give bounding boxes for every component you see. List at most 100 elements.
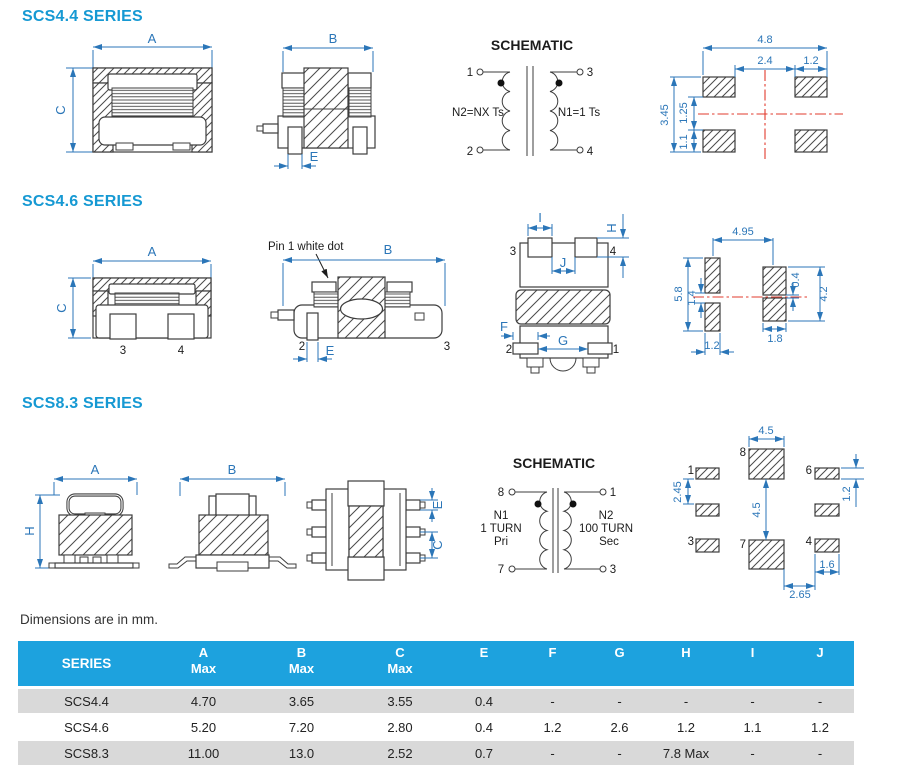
pin-label-2: 2 <box>299 341 305 353</box>
dimension-lines <box>420 488 438 559</box>
dimension-lines <box>179 476 286 496</box>
dimension-lines <box>670 45 828 153</box>
dimension-lines <box>282 45 374 72</box>
table-row: SCS4.4 4.70 3.65 3.55 0.4 - - - - - <box>18 687 854 715</box>
col-header-h: H <box>653 641 719 689</box>
col-header-series: SERIES <box>18 641 155 689</box>
cell: - <box>586 687 653 715</box>
pad-dim-leftwidth: 1.2 <box>704 340 719 352</box>
component-body <box>306 480 426 581</box>
pad-dim-rightheight: 1.2 <box>841 486 853 501</box>
pin-label-1: 1 <box>610 487 616 499</box>
cell: 2.80 <box>351 714 449 741</box>
dim-label-i: I <box>538 210 542 225</box>
winding-label-n2: N2 <box>599 510 614 522</box>
dimension-e <box>293 342 332 362</box>
dim-label-b: B <box>384 242 393 257</box>
cell: 5.20 <box>155 714 252 741</box>
pad-dim-width: 4.8 <box>757 34 772 46</box>
pin-label-3: 3 <box>120 345 126 357</box>
scs83-pad-layout: 1 3 8 7 6 4 4.5 4.5 2.45 1.2 1.6 2.65 <box>672 425 864 601</box>
component-body <box>92 277 212 340</box>
component-body <box>168 493 297 572</box>
cell: 0.4 <box>449 714 519 741</box>
pad-dim-rightwidth: 1.6 <box>819 559 834 571</box>
col-header-g: G <box>586 641 653 689</box>
transformer-symbol <box>476 66 584 156</box>
component-body <box>512 237 613 374</box>
solder-pads <box>695 448 840 570</box>
pin1-white-dot-note: Pin 1 white dot <box>268 241 344 253</box>
scs44-front-view-drawing: A C <box>53 31 213 153</box>
pointer-arrow <box>315 253 329 279</box>
dim-label-h: H <box>604 223 619 232</box>
component-body <box>270 276 443 341</box>
cell: 11.00 <box>155 740 252 767</box>
pin-label-4: 4 <box>178 345 185 357</box>
col-header-j: J <box>786 641 854 689</box>
schematic-title: SCHEMATIC <box>491 37 573 53</box>
component-body <box>92 67 213 153</box>
scs44-pad-layout: 4.8 2.4 1.2 3.45 1.25 1.1 <box>659 34 843 160</box>
polarity-dot-left <box>497 79 505 87</box>
polarity-dot-right <box>569 500 577 508</box>
winding-label-n1-turns: 1 TURN <box>480 523 521 535</box>
cell: - <box>653 687 719 715</box>
dim-label-j: J <box>560 255 567 270</box>
scs83-top-view-drawing: E C <box>306 480 445 581</box>
dimension-lines <box>35 476 138 569</box>
dim-label-c: C <box>53 105 68 114</box>
winding-label-n2: N2=NX Ts <box>452 107 504 119</box>
winding-label-n1: N1 <box>494 510 509 522</box>
component-body <box>48 493 140 569</box>
dim-label-c: C <box>430 540 445 549</box>
pad-dim-padheight: 1.1 <box>678 134 690 149</box>
schematic-title: SCHEMATIC <box>513 455 595 471</box>
cell: 4.70 <box>155 687 252 715</box>
pin-label-1: 1 <box>613 344 619 356</box>
solder-pads <box>702 76 828 153</box>
pad-number-7: 7 <box>740 539 746 551</box>
cell: - <box>786 740 854 767</box>
cell: 1.2 <box>786 714 854 741</box>
scs44-schematic: SCHEMATIC 1 2 3 4 N2=NX Ts N1=1 Ts <box>452 37 600 158</box>
dim-label-c: C <box>54 303 69 312</box>
pin-label-3: 3 <box>587 67 593 79</box>
table-row: SCS8.3 11.00 13.0 2.52 0.7 - - 7.8 Max -… <box>18 740 854 767</box>
pad-dim-bottomgap: 2.65 <box>789 589 810 601</box>
polarity-dot-left <box>534 500 542 508</box>
pin-label-4: 4 <box>587 146 594 158</box>
cell: 7.8 Max <box>653 740 719 767</box>
dimension-lines <box>66 44 213 153</box>
cell-series: SCS4.4 <box>18 687 155 715</box>
pad-dim-height: 3.45 <box>659 104 671 125</box>
pad-dim-rightheight: 4.2 <box>818 286 830 301</box>
transformer-symbol <box>508 488 607 573</box>
pin-label-3: 3 <box>510 246 516 258</box>
dim-label-a: A <box>91 462 100 477</box>
solder-pads <box>704 257 787 332</box>
winding-label-n2-sec: Sec <box>599 536 619 548</box>
dim-label-b: B <box>329 31 338 46</box>
col-header-i: I <box>719 641 786 689</box>
pad-dim-rightgap: 0.4 <box>790 272 802 287</box>
cell: 1.1 <box>719 714 786 741</box>
pad-dim-mid: 1.25 <box>678 102 690 123</box>
component-body <box>256 67 376 155</box>
scs83-schematic: SCHEMATIC 8 7 1 3 N1 1 TURN Pri N2 100 T… <box>480 455 633 576</box>
winding-label-n1-pri: Pri <box>494 536 508 548</box>
pad-number-3: 3 <box>688 536 694 548</box>
pin-label-8: 8 <box>498 487 504 499</box>
cell: - <box>786 687 854 715</box>
cell: 0.4 <box>449 687 519 715</box>
pin-label-1: 1 <box>467 67 473 79</box>
pad-number-4: 4 <box>806 536 813 548</box>
pad-dim-vgap: 4.5 <box>751 502 763 517</box>
pad-dim-width: 4.5 <box>758 425 773 437</box>
scs83-front-view-drawing: A H <box>22 462 140 569</box>
